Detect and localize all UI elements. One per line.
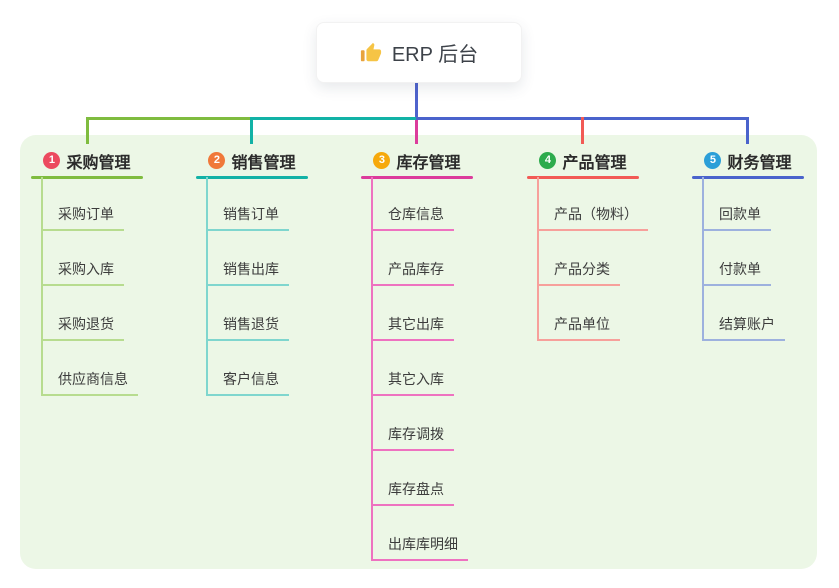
branch-label: 产品管理 xyxy=(562,154,627,172)
node-product-unit[interactable]: 产品单位 xyxy=(537,315,620,341)
branch-label: 采购管理 xyxy=(66,154,131,172)
node-payment-form[interactable]: 付款单 xyxy=(702,260,771,286)
branch-sales-management: 2 销售管理 销售订单 销售出库 销售退货 客户信息 xyxy=(196,0,336,588)
branch-label: 销售管理 xyxy=(231,154,296,172)
root-label: ERP 后台 xyxy=(391,44,479,66)
node-settlement-account[interactable]: 结算账户 xyxy=(702,315,785,341)
drop-product xyxy=(581,117,584,144)
node-stock-count[interactable]: 库存盘点 xyxy=(371,480,454,506)
drop-inventory xyxy=(415,120,418,144)
branch-underline xyxy=(196,176,308,179)
bus-segment-purchase xyxy=(86,117,252,120)
branch-label: 财务管理 xyxy=(727,154,792,172)
drop-purchase xyxy=(86,117,89,144)
branch-underline xyxy=(692,176,804,179)
node-product-category[interactable]: 产品分类 xyxy=(537,260,620,286)
branch-underline xyxy=(361,176,473,179)
branch-child-connector xyxy=(41,177,43,396)
branch-child-connector xyxy=(702,177,704,341)
node-supplier-info[interactable]: 供应商信息 xyxy=(41,370,138,396)
branch-number-badge: 1 xyxy=(43,152,61,169)
branch-number-badge: 5 xyxy=(704,152,722,169)
branch-number-badge: 2 xyxy=(208,152,226,169)
node-sales-order[interactable]: 销售订单 xyxy=(206,205,289,231)
branch-title-sales[interactable]: 2 销售管理 xyxy=(196,149,308,172)
node-product-stock[interactable]: 产品库存 xyxy=(371,260,454,286)
node-purchase-inbound[interactable]: 采购入库 xyxy=(41,260,124,286)
thumbs-up-icon xyxy=(360,42,381,61)
branch-title-inventory[interactable]: 3 库存管理 xyxy=(361,149,473,172)
branch-child-connector xyxy=(371,177,373,561)
branch-underline xyxy=(31,176,143,179)
branch-finance-management: 5 财务管理 回款单 付款单 结算账户 xyxy=(692,0,832,588)
root-connector xyxy=(415,83,418,119)
branch-product-management: 4 产品管理 产品（物料） 产品分类 产品单位 xyxy=(527,0,667,588)
node-receipt-form[interactable]: 回款单 xyxy=(702,205,771,231)
node-stock-transfer[interactable]: 库存调拨 xyxy=(371,425,454,451)
node-sales-outbound[interactable]: 销售出库 xyxy=(206,260,289,286)
group-panel xyxy=(20,135,817,569)
drop-finance xyxy=(746,117,749,144)
node-outbound-detail[interactable]: 出库库明细 xyxy=(371,535,468,561)
drop-sales xyxy=(250,117,253,144)
branch-title-purchase[interactable]: 1 采购管理 xyxy=(31,149,143,172)
node-customer-info[interactable]: 客户信息 xyxy=(206,370,289,396)
branch-child-connector xyxy=(206,177,208,396)
branch-number-badge: 4 xyxy=(539,152,557,169)
branch-inventory-management: 3 库存管理 仓库信息 产品库存 其它出库 其它入库 库存调拨 库存盘点 出库库… xyxy=(361,0,501,588)
branch-label: 库存管理 xyxy=(396,154,461,172)
branch-child-connector xyxy=(537,177,539,341)
node-other-inbound[interactable]: 其它入库 xyxy=(371,370,454,396)
node-purchase-return[interactable]: 采购退货 xyxy=(41,315,124,341)
node-warehouse-info[interactable]: 仓库信息 xyxy=(371,205,454,231)
branch-title-product[interactable]: 4 产品管理 xyxy=(527,149,639,172)
branch-number-badge: 3 xyxy=(373,152,391,169)
node-sales-return[interactable]: 销售退货 xyxy=(206,315,289,341)
node-other-outbound[interactable]: 其它出库 xyxy=(371,315,454,341)
branch-title-finance[interactable]: 5 财务管理 xyxy=(692,149,804,172)
branch-purchase-management: 1 采购管理 采购订单 采购入库 采购退货 供应商信息 xyxy=(31,0,171,588)
node-product-material[interactable]: 产品（物料） xyxy=(537,205,648,231)
bus-segment-sales xyxy=(250,117,418,120)
root-node[interactable]: ERP 后台 xyxy=(316,22,522,83)
node-purchase-order[interactable]: 采购订单 xyxy=(41,205,124,231)
branch-underline xyxy=(527,176,639,179)
